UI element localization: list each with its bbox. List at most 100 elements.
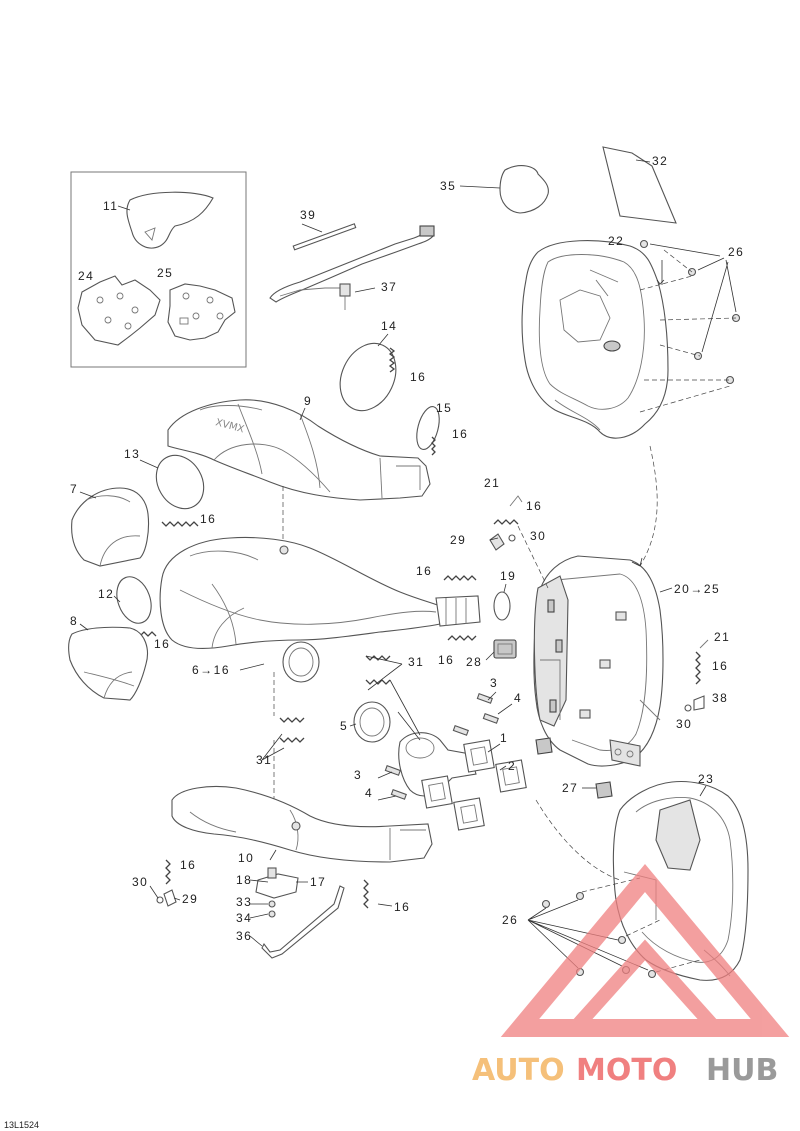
washer-33 [268,900,276,908]
spring-31-a [365,655,391,661]
flange-2-a [463,739,495,773]
diagram-code: 13L1524 [4,1120,39,1130]
callout-6: 6→16 [192,663,230,677]
svg-text:AUTO: AUTO [472,1053,565,1088]
callout-25: 25 [157,266,173,280]
callout-23: 23 [698,772,714,786]
hook-21-b [699,639,709,649]
callout-19: 19 [500,569,516,583]
callout-15: 15 [436,401,452,415]
callout-4-upper: 4 [514,691,522,705]
clip-38 [693,695,705,711]
callout-16-h: 16 [712,659,728,673]
decal-11 [126,191,214,249]
washer-30-b [684,704,692,712]
spring-31-c [279,717,305,723]
tailpipe-10 [171,785,433,863]
connector-28 [493,639,517,659]
callout-21-b: 21 [714,630,730,644]
decal-32 [602,146,677,224]
callout-39: 39 [300,208,316,222]
callout-38: 38 [712,691,728,705]
callout-10: 10 [238,851,254,865]
sensor-rod-39 [292,223,357,251]
callout-30-c: 30 [132,875,148,889]
pipe-outlet-stub [435,595,481,627]
clamp-ring-14 [339,342,397,412]
callout-24: 24 [78,269,94,283]
spring-31-d [279,737,305,743]
nut-34 [268,910,276,918]
callout-33: 33 [236,895,252,909]
spring-16-b [431,436,436,456]
heat-shield-9: XVMX [167,399,431,501]
callout-13: 13 [124,447,140,461]
bolt-18 [267,867,277,879]
spring-16-d [493,519,519,525]
callout-12: 12 [98,587,114,601]
callout-1: 1 [500,731,508,745]
callout-35: 35 [440,179,456,193]
flange-2-c [421,775,453,809]
spring-16-i [165,859,171,885]
spring-16-j [363,879,369,909]
callout-18: 18 [236,873,252,887]
decal-35 [499,165,549,214]
watermark-logo [500,863,790,1037]
callout-17: 17 [310,875,326,889]
callout-27: 27 [562,781,578,795]
gasket-19 [493,591,511,621]
washer-30-a [508,534,516,542]
callout-14: 14 [381,319,397,333]
expansion-chamber-6 [159,536,441,650]
heat-shield-7 [71,487,150,567]
bracket-27-a [535,737,553,755]
decal-25 [167,283,236,341]
callout-7: 7 [70,482,78,496]
svg-text:MOTO: MOTO [576,1053,677,1088]
hook-21-a [509,495,523,507]
callout-16-j: 16 [394,900,410,914]
muffler-20 [533,555,664,767]
seal-ring-5 [353,701,391,743]
callout-34: 34 [236,911,252,925]
callout-8: 8 [70,614,78,628]
callout-16-d: 16 [526,499,542,513]
callout-30-a: 30 [530,529,546,543]
callout-26-lower: 26 [502,913,518,927]
callout-16-e: 16 [416,564,432,578]
callout-16-b: 16 [452,427,468,441]
spring-16-h [695,651,701,685]
callout-26-upper: 26 [728,245,744,259]
flange-2-d [453,797,485,831]
decal-24 [77,275,161,346]
bolts-3-4 [384,693,499,800]
spring-31-b [365,679,391,685]
callout-16-i: 16 [180,858,196,872]
spring-16-c [161,521,199,527]
callout-29-b: 29 [182,892,198,906]
spring-16-a [388,347,396,373]
grommet-29 [489,533,505,551]
callout-30-b: 30 [676,717,692,731]
callout-2: 2 [508,759,516,773]
callout-22: 22 [608,234,624,248]
heat-shield-8 [68,626,148,701]
spring-16-g [447,635,477,641]
callout-37: 37 [381,280,397,294]
callout-16-c: 16 [200,512,216,526]
callout-3-lower: 3 [354,768,362,782]
callout-28: 28 [466,655,482,669]
callout-4-lower: 4 [365,786,373,800]
callout-9: 9 [304,394,312,408]
callout-31-a: 31 [408,655,424,669]
socket-flange [282,641,320,683]
clamp-ring-13 [155,454,205,510]
washer-30-c [156,896,164,904]
muffler-housing-22 [521,240,669,439]
nuts-26-upper [639,239,741,385]
callout-21-a: 21 [484,476,500,490]
clamp-ring-12 [116,576,152,624]
watermark-text: AUTO MOTO HUB [472,1053,778,1088]
